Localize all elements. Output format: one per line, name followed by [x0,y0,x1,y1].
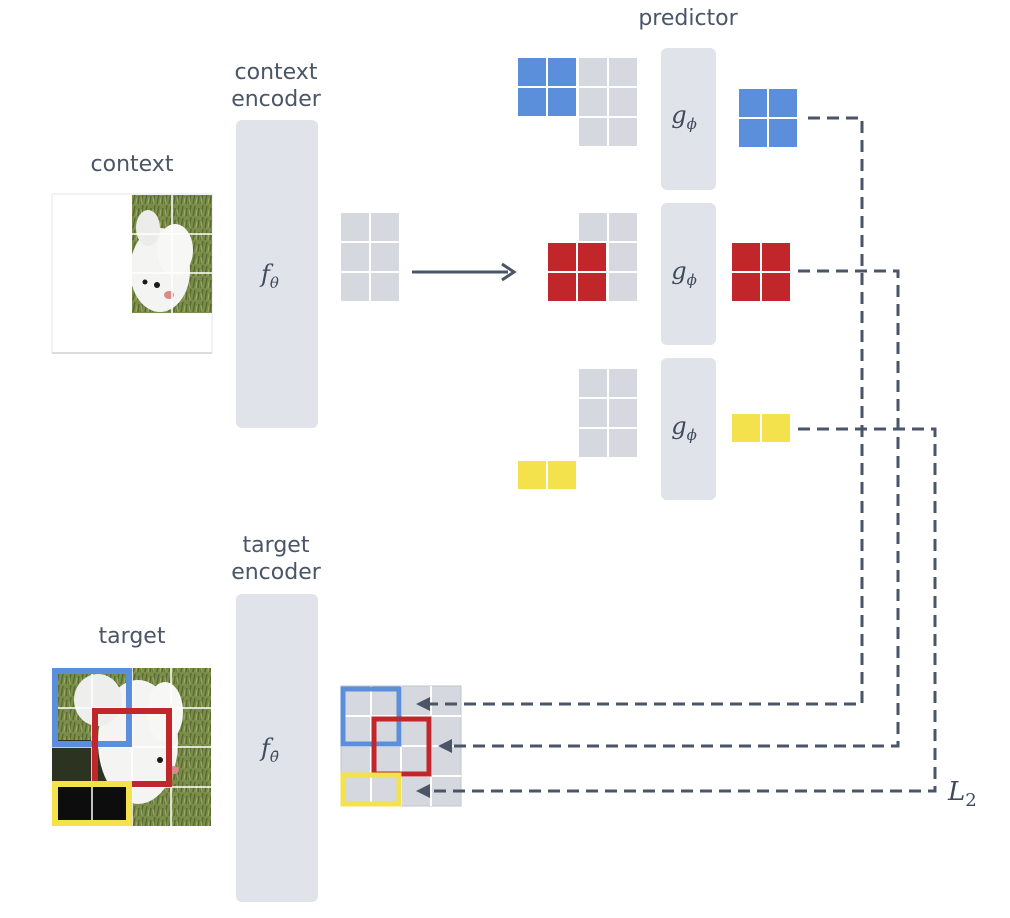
predictor-box-3: gϕ [661,358,716,500]
target-embedding-yellow-box [340,772,402,807]
predictor-input-3 [516,367,639,491]
loss-label: L2 [947,777,977,811]
predictor-label: predictor [638,6,738,31]
loss-connector-yellow [416,427,937,798]
predictor-symbol-3: gϕ [671,412,697,444]
target-encoder-label-line2: encoder [231,560,322,585]
predictor-output-yellow [730,412,792,444]
loss-connector-red [438,269,900,753]
context-image [51,193,213,354]
context-encoder-label-line2: encoder [231,87,322,112]
context-to-predictor-arrow [412,262,517,282]
target-encoder-label-line1: target [243,533,310,558]
target-label: target [99,624,166,649]
context-encoder-label-line1: context [235,60,318,85]
loss-connector-blue [416,116,864,711]
context-encoder: fθ [236,120,318,428]
predictor-box-2: gϕ [661,203,716,345]
context-embedding [339,211,401,303]
predictor-symbol-1: gϕ [671,101,697,133]
predictor-input-2 [546,211,639,303]
predictor-box-1: gϕ [661,48,716,190]
predictor-symbol-2: gϕ [671,257,697,289]
target-encoder: fθ̄ [236,594,318,902]
predictor-input-1 [516,56,639,148]
predictor-output-red [730,241,792,303]
predictor-output-blue [737,87,799,149]
target-image-yellow-box [52,781,132,826]
context-label: context [91,152,174,177]
target-image [52,668,211,826]
